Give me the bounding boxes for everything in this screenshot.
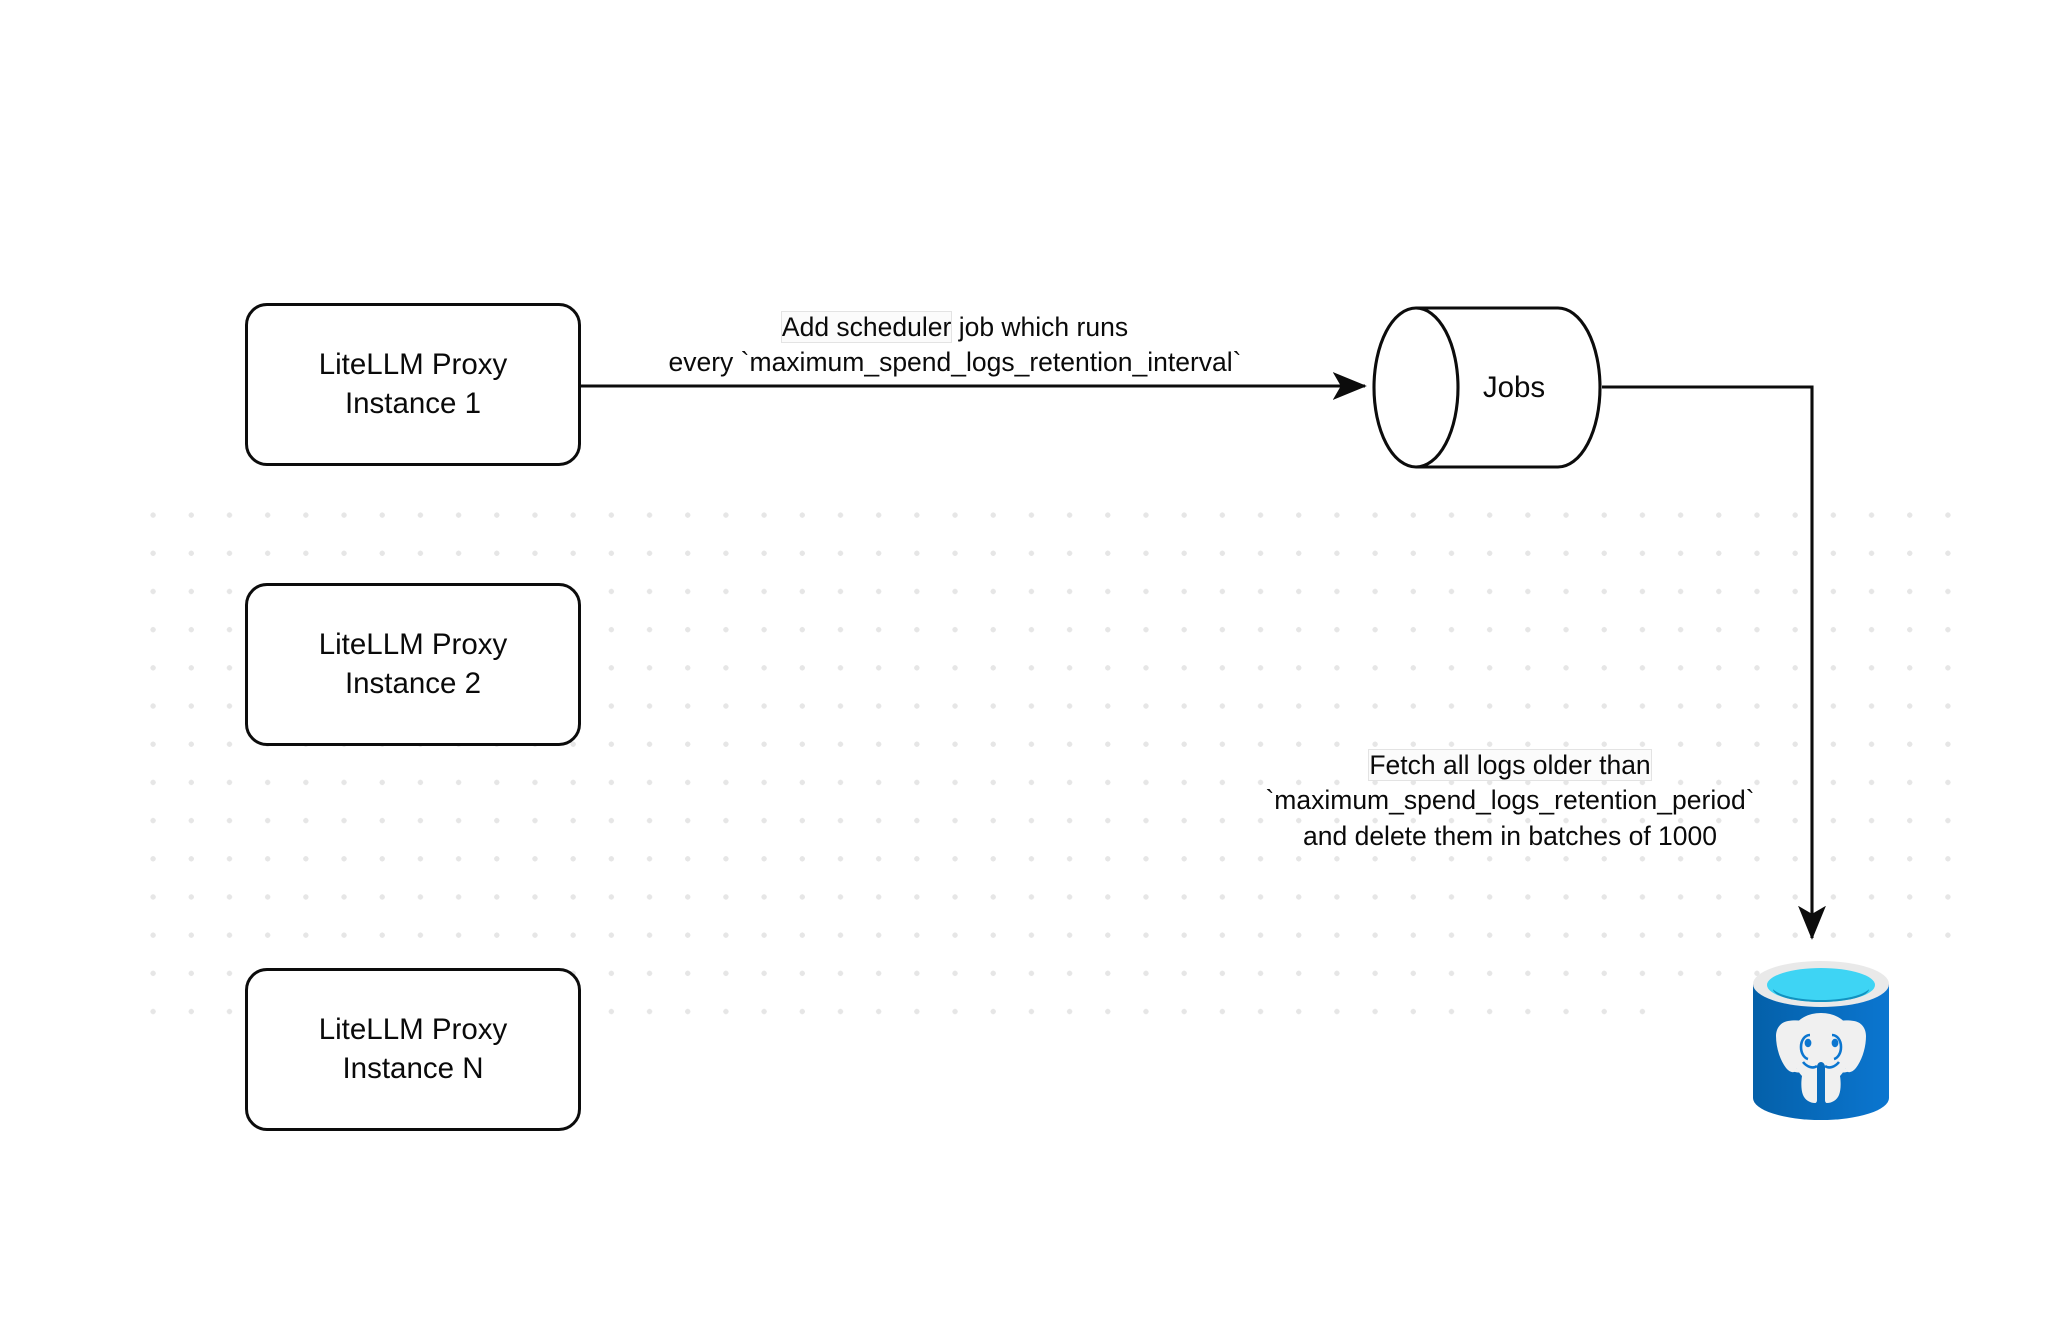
edge-label-line1: Add scheduler job which runs [560, 310, 1350, 345]
node-litellm-proxy-instance-1[interactable]: LiteLLM Proxy Instance 1 [245, 303, 581, 466]
edge-label-instance1-to-jobs: Add scheduler job which runs every `maxi… [560, 310, 1350, 381]
edge-label-line2: `maximum_spend_logs_retention_period` [1265, 785, 1755, 816]
postgres-elephant-eyes [1804, 1038, 1839, 1048]
postgres-elephant-detail [1799, 1033, 1843, 1069]
postgres-elephant-tusks [1790, 1065, 1852, 1073]
edge-label-line3: and delete them in batches of 1000 [1303, 820, 1717, 851]
edge-label-line1-highlight: Add scheduler [780, 311, 953, 343]
grid-mask-b [1900, 950, 1980, 1040]
node-jobs-cylinder[interactable]: Jobs [1372, 304, 1602, 471]
node-label-line2: Instance N [342, 1051, 484, 1085]
edge-label-line1-rest: job which runs [951, 312, 1129, 342]
node-label-line2: Instance 1 [344, 386, 482, 420]
node-label-line1: LiteLLM Proxy [318, 348, 508, 382]
postgresql-icon [1753, 961, 1889, 1120]
db-liquid-surface [1771, 970, 1871, 1000]
node-label-line1: LiteLLM Proxy [318, 1013, 508, 1047]
node-label-line2: Instance 2 [344, 666, 482, 700]
edge-label-line1-highlight: Fetch all logs older than [1368, 749, 1652, 781]
edge-label-jobs-to-database: Fetch all logs older than `maximum_spend… [1190, 748, 1830, 854]
node-jobs-label: Jobs [1482, 370, 1546, 404]
cylinder-shape [1372, 306, 1602, 469]
edge-label-line1: Fetch all logs older than [1190, 748, 1830, 783]
edge-label-line2: every `maximum_spend_logs_retention_inte… [668, 347, 1242, 378]
node-litellm-proxy-instance-n[interactable]: LiteLLM Proxy Instance N [245, 968, 581, 1131]
node-postgresql-database[interactable] [1747, 952, 1895, 1130]
node-litellm-proxy-instance-2[interactable]: LiteLLM Proxy Instance 2 [245, 583, 581, 746]
edge-jobs-to-database [1602, 385, 1826, 940]
node-label-line1: LiteLLM Proxy [318, 628, 508, 662]
